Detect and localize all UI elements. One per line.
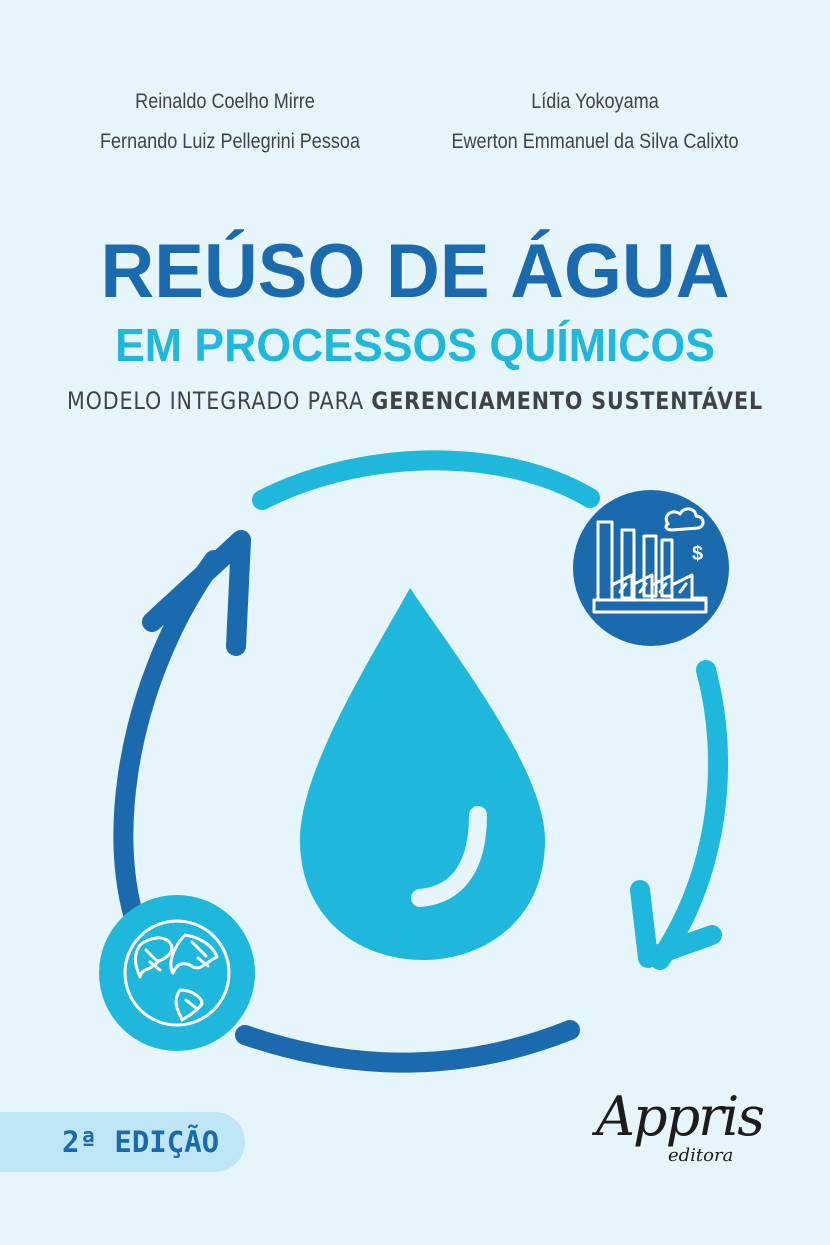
- book-title: REÚSO DE ÁGUA: [100, 229, 730, 314]
- author-reinaldo: Reinaldo Coelho Mirre: [135, 90, 315, 113]
- book-subtitle: MODELO INTEGRADO PARA GERENCIAMENTO SUST…: [58, 387, 772, 415]
- edition-label: 2ª EDIÇÃO: [62, 1125, 220, 1159]
- author-ewerton: Ewerton Emmanuel da Silva Calixto: [451, 130, 739, 153]
- svg-text:$: $: [692, 543, 703, 565]
- publisher-name: Appris: [596, 1085, 765, 1148]
- book-title-line2: EM PROCESSOS QUÍMICOS: [115, 319, 715, 371]
- globe-icon: [99, 895, 255, 1051]
- factory-icon: $: [573, 490, 729, 646]
- subtitle-bold: GERENCIAMENTO SUSTENTÁVEL: [371, 387, 763, 415]
- publisher-logo: Appris editora: [596, 1085, 766, 1175]
- author-fernando: Fernando Luiz Pellegrini Pessoa: [99, 130, 361, 153]
- author-lidia: Lídia Yokoyama: [531, 90, 659, 113]
- edition-badge: 2ª EDIÇÃO: [0, 1112, 245, 1172]
- water-drop-icon: [300, 588, 545, 960]
- publisher-sub: editora: [668, 1145, 734, 1166]
- subtitle-regular: MODELO INTEGRADO PARA: [67, 387, 372, 415]
